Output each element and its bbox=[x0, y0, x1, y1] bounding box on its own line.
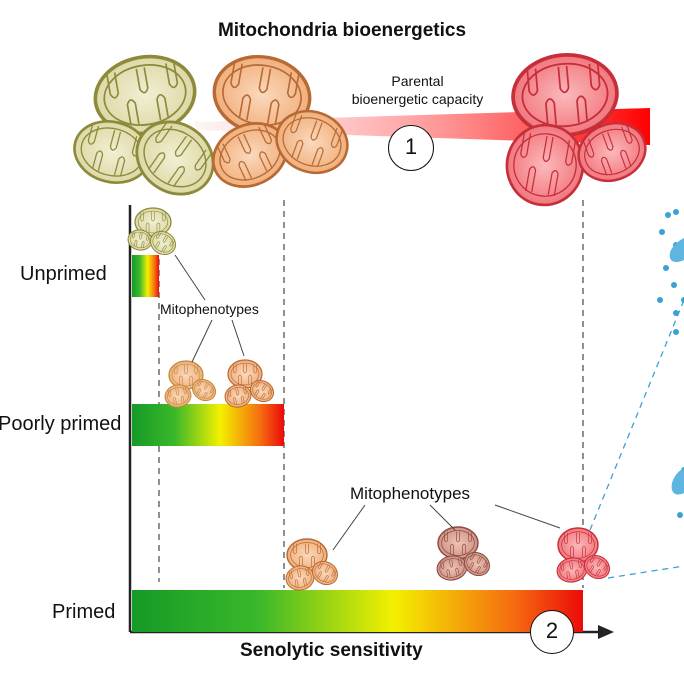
mitochondrion bbox=[164, 384, 192, 408]
mitochondrion bbox=[436, 555, 468, 581]
blue-dot bbox=[663, 265, 669, 271]
mitophenotype-primed-2 bbox=[436, 526, 491, 581]
blue-dot bbox=[673, 329, 679, 335]
blue-dots-cluster bbox=[657, 209, 684, 518]
connector bbox=[332, 504, 366, 551]
bar-primed bbox=[132, 590, 583, 632]
mitophenotypes-label-upper: Mitophenotypes bbox=[160, 301, 259, 317]
blue-dot bbox=[677, 512, 683, 518]
blue-droplet-top bbox=[669, 238, 684, 262]
level-label-primed: Primed bbox=[52, 601, 116, 623]
level-label-poorly-primed: Poorly primed bbox=[0, 413, 122, 435]
connector bbox=[494, 504, 561, 529]
connector bbox=[174, 254, 206, 301]
mitochondrion bbox=[224, 384, 252, 408]
mitophenotypes-label-lower: Mitophenotypes bbox=[350, 484, 471, 503]
level-label-unprimed: Unprimed bbox=[20, 263, 107, 285]
mitophenotype-unprimed bbox=[127, 207, 177, 256]
mitophenotype-primed-1 bbox=[285, 538, 339, 591]
blue-dot bbox=[665, 212, 671, 218]
mitochondria-olive-cluster bbox=[73, 54, 215, 196]
mitochondrion bbox=[211, 122, 289, 188]
mitochondrion bbox=[127, 229, 153, 251]
connector bbox=[191, 319, 213, 363]
projection-line bbox=[607, 565, 684, 579]
x-axis-label: Senolytic sensitivity bbox=[240, 640, 423, 661]
blue-droplet-bottom bbox=[671, 468, 684, 495]
projection-line bbox=[589, 299, 684, 531]
blue-dot bbox=[673, 310, 679, 316]
mitochondria-red-cluster bbox=[505, 53, 647, 207]
blue-dot bbox=[659, 229, 665, 235]
blue-dot bbox=[673, 209, 679, 215]
bar-poorly-primed bbox=[132, 404, 284, 446]
bar-unprimed bbox=[132, 255, 159, 297]
mitochondrion bbox=[437, 526, 479, 560]
blue-dot bbox=[671, 282, 677, 288]
blue-dot bbox=[681, 297, 684, 303]
mitochondrion bbox=[577, 122, 647, 182]
mitochondria-peach-cluster bbox=[211, 54, 349, 188]
marker-two: 2 bbox=[530, 610, 574, 654]
connector bbox=[429, 504, 456, 531]
marker-one: 1 bbox=[388, 125, 434, 171]
mitochondrion bbox=[249, 379, 275, 403]
x-axis-arrowhead bbox=[598, 625, 614, 639]
mitochondrion bbox=[463, 551, 491, 577]
mitochondrion bbox=[135, 120, 215, 196]
figure-title: Mitochondria bioenergetics bbox=[217, 20, 467, 41]
mitophenotype-poorly-2 bbox=[224, 359, 275, 408]
mitochondrion bbox=[311, 560, 339, 586]
mitophenotype-primed-3 bbox=[556, 527, 611, 583]
mitochondrion bbox=[583, 554, 611, 580]
blue-dot bbox=[657, 297, 663, 303]
capacity-label: Parental bioenergetic capacity bbox=[351, 73, 484, 107]
mitochondrion bbox=[93, 54, 197, 136]
mitochondrion bbox=[191, 378, 217, 402]
mitochondrion bbox=[275, 109, 349, 175]
mitophenotype-poorly-1 bbox=[164, 360, 217, 408]
mitochondrion bbox=[149, 230, 177, 256]
mitochondrion bbox=[285, 565, 315, 591]
mitochondrion bbox=[505, 123, 585, 207]
connector bbox=[231, 319, 245, 357]
mitochondrion bbox=[556, 557, 588, 583]
